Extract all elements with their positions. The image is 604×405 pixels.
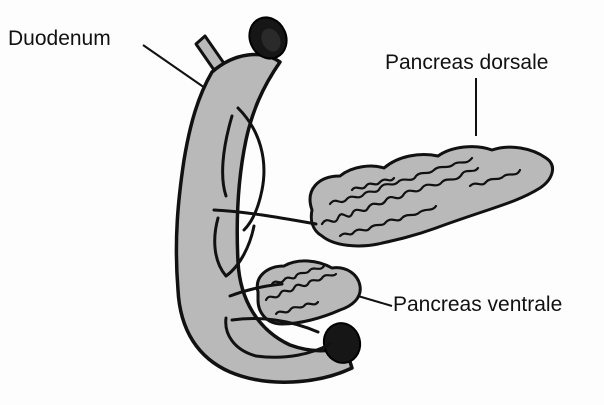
- duodenum-label: Duodenum: [8, 28, 111, 49]
- pancreas-dorsale-shape: [310, 147, 552, 246]
- pancreas-ventrale-leader-line: [358, 296, 392, 306]
- duodenum-leader-line: [143, 45, 205, 88]
- pancreas-dorsale-label: Pancreas dorsale: [385, 52, 548, 73]
- pancreas-ventrale-label: Pancreas ventrale: [393, 294, 562, 315]
